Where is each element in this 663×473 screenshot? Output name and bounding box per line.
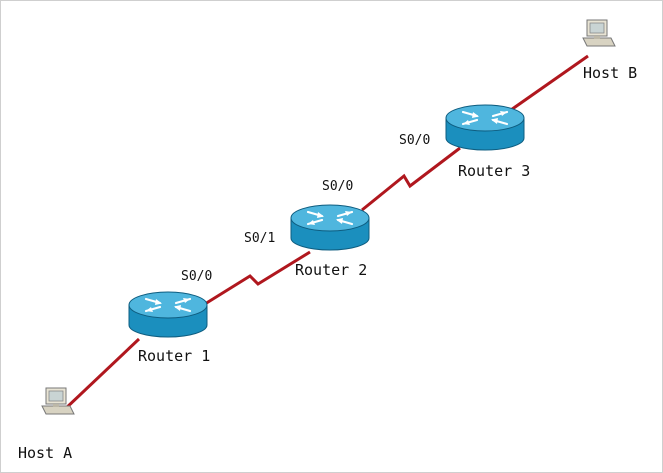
links	[62, 54, 589, 412]
router-2-interface-s0-0-label: S0/0	[322, 179, 353, 194]
router-1[interactable]	[127, 290, 209, 339]
serial-link-router-1-router-2	[191, 250, 311, 314]
host-b-computer-icon	[582, 19, 616, 47]
host-b-label: Host B	[583, 64, 637, 82]
router-2-icon	[289, 203, 371, 252]
router-1-interface-s0-0-label: S0/0	[181, 269, 212, 284]
serial-link-router-2-router-3	[361, 146, 461, 212]
router-3-icon	[444, 103, 526, 152]
host-b[interactable]	[582, 19, 616, 47]
router-3[interactable]	[444, 103, 526, 152]
router-1-icon	[127, 290, 209, 339]
host-a-label: Host A	[18, 444, 72, 462]
router-2-interface-s0-1-label: S0/1	[244, 231, 275, 246]
router-2-label: Router 2	[295, 261, 367, 279]
link-router-3-host-b	[507, 54, 589, 114]
host-a[interactable]	[41, 387, 75, 415]
host-a-computer-icon	[41, 387, 75, 415]
router-2[interactable]	[289, 203, 371, 252]
router-1-label: Router 1	[138, 347, 210, 365]
link-host-a-router-1	[62, 337, 141, 412]
router-3-label: Router 3	[458, 162, 530, 180]
router-3-interface-s0-0-label: S0/0	[399, 133, 430, 148]
